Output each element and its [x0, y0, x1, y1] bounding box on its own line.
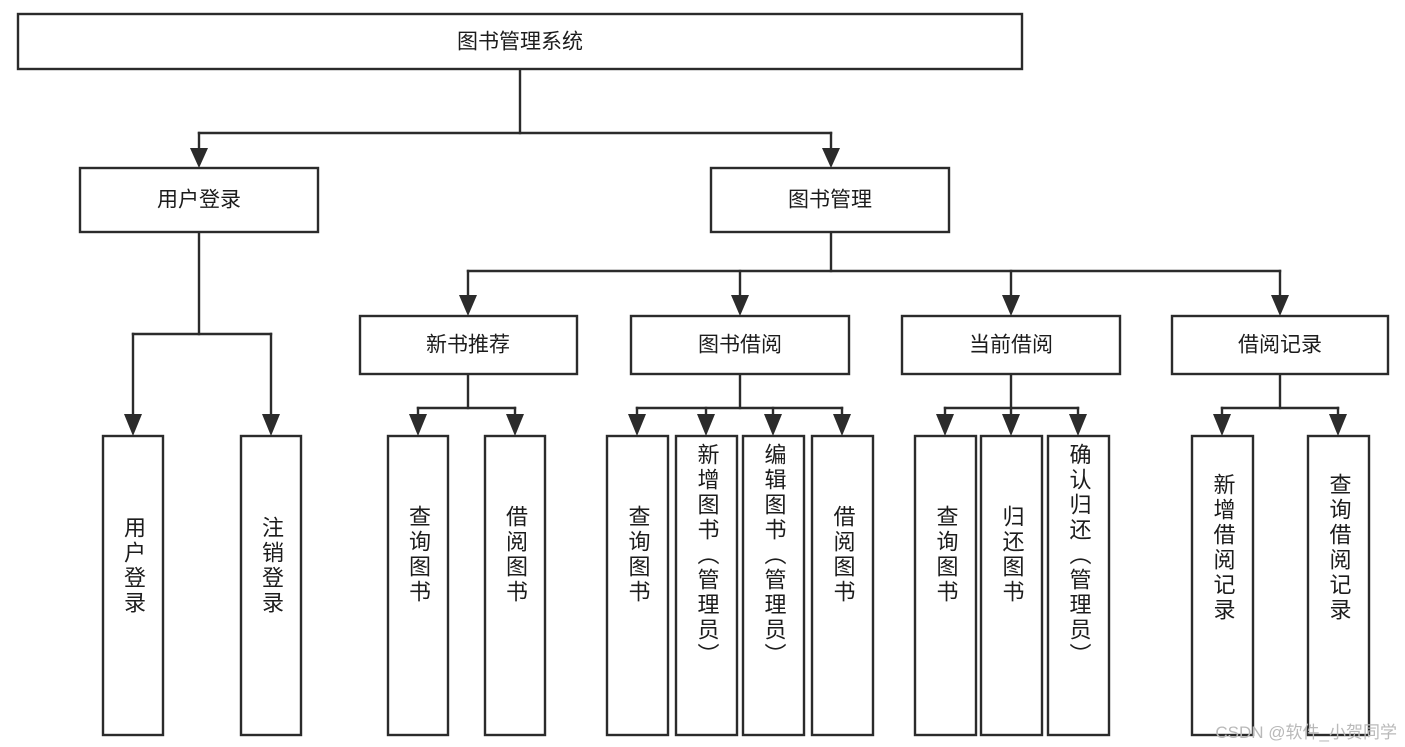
node-new-book-recommend[interactable]: 新书推荐 — [358, 314, 579, 376]
connectors-borrow-record-to-leaves — [1213, 373, 1347, 436]
leaf-box-book-borrow-1[interactable] — [605, 434, 670, 737]
node-root-label: 图书管理系统 — [457, 31, 583, 54]
node-user-login[interactable]: 用户登录 — [78, 166, 320, 234]
leaf-box-user-login-2[interactable] — [239, 434, 303, 737]
leaf-box-new-book-1[interactable] — [386, 434, 450, 737]
leaf-box-new-book-2[interactable] — [483, 434, 547, 737]
connectors-current-borrow-to-leaves — [936, 373, 1087, 436]
connectors-user-login-to-leaves — [124, 231, 280, 436]
arrow-head-leaf-borrow-record-2 — [1329, 414, 1347, 436]
arrow-head-leaf-book-borrow-1 — [628, 414, 646, 436]
arrow-head-leaf-new-book-2 — [506, 414, 524, 436]
arrow-head-user-login — [190, 148, 208, 168]
arrow-head-borrow-record — [1271, 295, 1289, 316]
leaf-boxes-borrow-record — [1190, 434, 1371, 737]
arrow-head-leaf-new-book-1 — [409, 414, 427, 436]
node-book-borrow-box[interactable] — [629, 314, 851, 376]
node-current-borrow[interactable]: 当前借阅 — [900, 314, 1122, 376]
leaf-boxes-current-borrow — [913, 434, 1111, 737]
arrow-head-leaf-user-login-1 — [124, 414, 142, 436]
leaf-boxes-new-book-recommend — [386, 434, 547, 737]
node-borrow-record[interactable]: 借阅记录 — [1170, 314, 1390, 376]
arrow-head-book-borrow — [731, 295, 749, 316]
leaf-box-borrow-record-2[interactable] — [1306, 434, 1371, 737]
connectors-book-borrow-to-leaves — [628, 373, 851, 436]
node-book-manage[interactable]: 图书管理 — [709, 166, 951, 234]
leaf-box-current-borrow-2[interactable] — [979, 434, 1044, 737]
leaf-box-current-borrow-3[interactable] — [1046, 434, 1111, 737]
node-new-book-recommend-box[interactable] — [358, 314, 579, 376]
connectors-new-book-to-leaves — [409, 373, 524, 436]
node-book-borrow-label: 图书借阅 — [698, 334, 782, 357]
leaf-box-book-borrow-3[interactable] — [741, 434, 806, 737]
leaf-box-user-login-1[interactable] — [101, 434, 165, 737]
node-current-borrow-label: 当前借阅 — [969, 334, 1053, 357]
node-book-manage-label: 图书管理 — [788, 189, 872, 212]
node-user-login-label: 用户登录 — [157, 189, 241, 212]
leaf-boxes-book-borrow — [605, 434, 875, 737]
arrow-head-leaf-book-borrow-3 — [764, 414, 782, 436]
node-book-borrow[interactable]: 图书借阅 — [629, 314, 851, 376]
leaf-box-book-borrow-4[interactable] — [810, 434, 875, 737]
arrow-head-book-manage — [822, 148, 840, 168]
arrow-head-leaf-current-borrow-3 — [1069, 414, 1087, 436]
leaf-box-book-borrow-2[interactable] — [674, 434, 739, 737]
node-root-box[interactable] — [16, 12, 1024, 71]
leaf-box-borrow-record-1[interactable] — [1190, 434, 1255, 737]
connectors-root-to-level2 — [190, 67, 840, 168]
watermark-text: CSDN @软件_小贺同学 — [1215, 723, 1397, 742]
node-borrow-record-label: 借阅记录 — [1238, 334, 1322, 357]
arrow-head-leaf-borrow-record-1 — [1213, 414, 1231, 436]
connectors-book-manage-to-level3 — [459, 231, 1289, 316]
node-borrow-record-box[interactable] — [1170, 314, 1390, 376]
node-book-manage-box[interactable] — [709, 166, 951, 234]
node-new-book-recommend-label: 新书推荐 — [426, 334, 510, 357]
node-root[interactable]: 图书管理系统 — [16, 12, 1024, 71]
arrow-head-leaf-book-borrow-4 — [833, 414, 851, 436]
arrow-head-leaf-user-login-2 — [262, 414, 280, 436]
leaf-box-current-borrow-1[interactable] — [913, 434, 978, 737]
arrow-head-leaf-current-borrow-2 — [1002, 414, 1020, 436]
arrow-head-leaf-current-borrow-1 — [936, 414, 954, 436]
arrow-head-new-book — [459, 295, 477, 316]
node-current-borrow-box[interactable] — [900, 314, 1122, 376]
arrow-head-current-borrow — [1002, 295, 1020, 316]
arrow-head-leaf-book-borrow-2 — [697, 414, 715, 436]
node-user-login-box[interactable] — [78, 166, 320, 234]
leaf-boxes-user-login — [101, 434, 303, 737]
